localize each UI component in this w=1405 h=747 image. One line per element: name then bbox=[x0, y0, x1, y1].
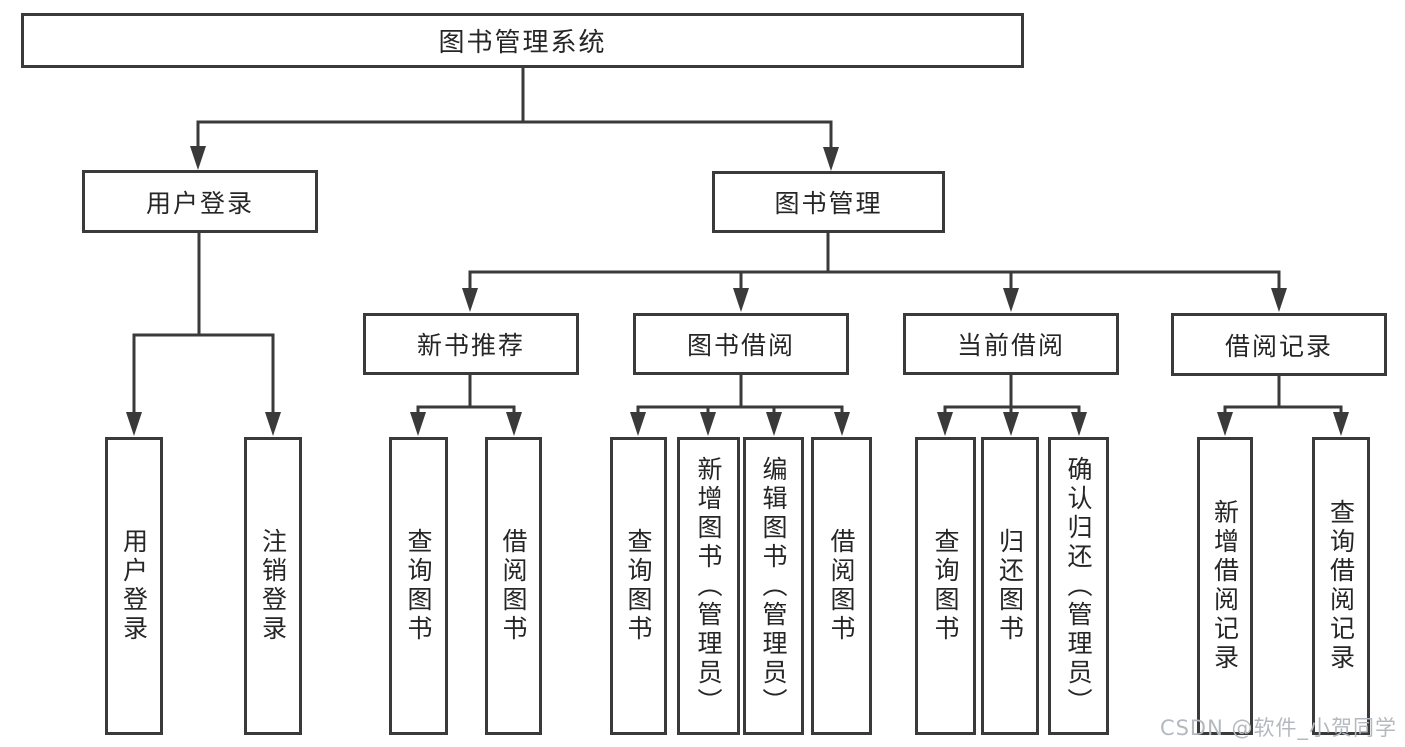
leaf-edit-books-admin-label: 编辑图书（管理员） bbox=[759, 455, 788, 717]
leaf-current-query-books: 查询图书 bbox=[915, 437, 976, 735]
leaf-confirm-return-admin-label: 确认归还（管理员） bbox=[1064, 455, 1093, 717]
node-book-borrow: 图书借阅 bbox=[633, 313, 849, 375]
leaf-return-books-label: 归还图书 bbox=[995, 528, 1025, 644]
node-root: 图书管理系统 bbox=[21, 13, 1024, 68]
leaf-borrow-books: 借阅图书 bbox=[811, 437, 872, 735]
node-current-borrow-label: 当前借阅 bbox=[956, 331, 1065, 360]
node-current-borrow: 当前借阅 bbox=[903, 313, 1119, 375]
leaf-logout: 注销登录 bbox=[244, 437, 302, 735]
leaf-borrow-query-books-label: 查询图书 bbox=[624, 528, 653, 644]
leaf-user-login: 用户登录 bbox=[105, 437, 163, 735]
leaf-confirm-return-admin: 确认归还（管理员） bbox=[1048, 437, 1109, 735]
leaf-recommend-query-books: 查询图书 bbox=[389, 437, 448, 735]
node-borrow-records: 借阅记录 bbox=[1171, 313, 1387, 376]
leaf-recommend-query-books-label: 查询图书 bbox=[404, 528, 433, 644]
leaf-logout-label: 注销登录 bbox=[258, 528, 288, 644]
leaf-return-books: 归还图书 bbox=[981, 437, 1039, 735]
node-new-book-recommend-label: 新书推荐 bbox=[416, 331, 525, 360]
leaf-edit-books-admin: 编辑图书（管理员） bbox=[743, 437, 804, 735]
node-book-management: 图书管理 bbox=[712, 171, 945, 233]
leaf-add-borrow-record: 新增借阅记录 bbox=[1197, 437, 1253, 735]
leaf-user-login-label: 用户登录 bbox=[119, 528, 149, 644]
leaf-recommend-borrow-books: 借阅图书 bbox=[485, 437, 542, 735]
leaf-current-query-books-label: 查询图书 bbox=[931, 528, 960, 644]
leaf-add-books-admin-label: 新增图书（管理员） bbox=[694, 455, 723, 717]
node-book-management-label: 图书管理 bbox=[774, 189, 883, 218]
node-new-book-recommend: 新书推荐 bbox=[363, 313, 579, 375]
node-user-login-label: 用户登录 bbox=[145, 188, 254, 218]
node-book-borrow-label: 图书借阅 bbox=[686, 331, 795, 360]
node-root-label: 图书管理系统 bbox=[438, 28, 607, 58]
leaf-borrow-books-label: 借阅图书 bbox=[827, 528, 856, 644]
node-borrow-records-label: 借阅记录 bbox=[1224, 331, 1333, 361]
node-user-login: 用户登录 bbox=[82, 170, 318, 233]
leaf-add-books-admin: 新增图书（管理员） bbox=[677, 437, 740, 735]
leaf-query-borrow-record-label: 查询借阅记录 bbox=[1326, 499, 1356, 673]
leaf-borrow-query-books: 查询图书 bbox=[610, 437, 667, 735]
csdn-watermark: CSDN @软件_小贺同学 bbox=[1159, 716, 1397, 740]
leaf-query-borrow-record: 查询借阅记录 bbox=[1312, 437, 1370, 735]
leaf-recommend-borrow-books-label: 借阅图书 bbox=[499, 528, 528, 644]
leaf-add-borrow-record-label: 新增借阅记录 bbox=[1210, 499, 1240, 673]
